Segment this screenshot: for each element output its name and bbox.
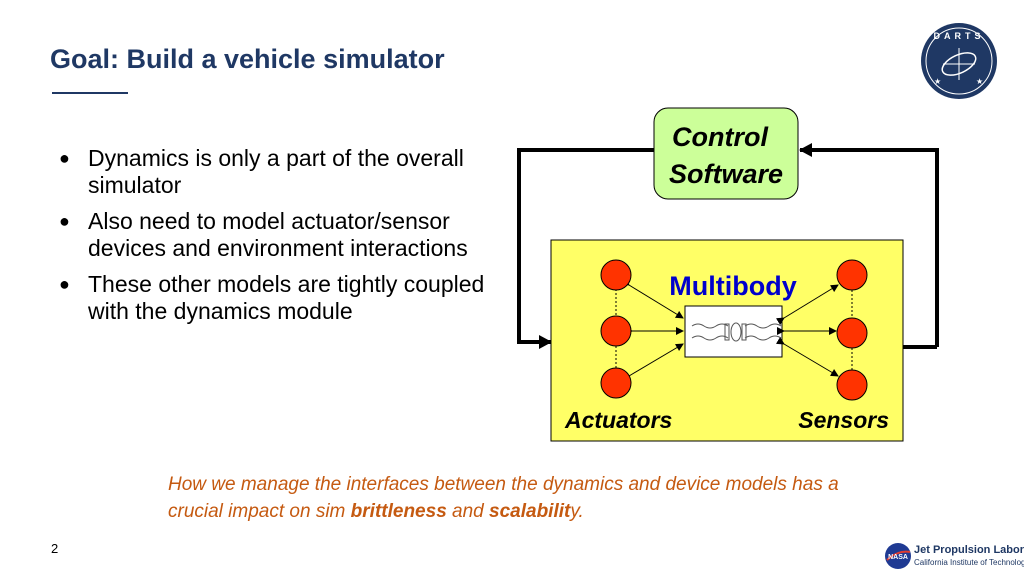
control-software-label-line1: Control (672, 122, 768, 152)
note-brittleness: brittleness (350, 501, 447, 522)
sensor-link-arrow (775, 284, 839, 326)
note-text-part1: How we manage the interfaces between the… (168, 474, 839, 522)
bullet-item: ● These other models are tightly coupled … (56, 271, 496, 325)
note-scalability: scalabilit (489, 501, 571, 522)
darts-logo: DARTS ★ ★ (921, 23, 997, 99)
title-underline (52, 92, 128, 94)
svg-text:★: ★ (934, 77, 941, 86)
actuator-node (600, 315, 632, 347)
multibody-graphic (691, 322, 782, 342)
darts-logo-letters: DARTS (934, 31, 985, 41)
sensor-node (836, 369, 868, 401)
jpl-name: Jet Propulsion Laboratory (914, 544, 1024, 556)
nasa-wordmark: NASA (888, 554, 908, 561)
bullet-text: Also need to model actuator/sensor devic… (88, 208, 468, 261)
bullet-item: ● Also need to model actuator/sensor devi… (56, 208, 496, 262)
actuator-node (600, 367, 632, 399)
dynamics-module-box (684, 305, 783, 358)
sensor-node (836, 259, 868, 291)
actuator-link-arrow (620, 277, 684, 319)
actuator-node (600, 259, 632, 291)
bullet-dot: ● (59, 211, 70, 231)
svg-text:★: ★ (976, 77, 983, 86)
actuator-link-arrow (620, 343, 684, 384)
interface-note: How we manage the interfaces between the… (168, 471, 868, 525)
bullet-list: ● Dynamics is only a part of the overall … (56, 145, 496, 334)
sensor-link-arrow (775, 336, 839, 377)
nasa-meatball-icon: NASA (885, 543, 911, 569)
note-text-part2: and (446, 501, 490, 522)
bullet-dot: ● (59, 148, 70, 168)
jpl-subtitle: California Institute of Technology (914, 558, 1024, 567)
note-text-part3: y. (570, 501, 584, 522)
control-software-box (653, 107, 799, 200)
bullet-text: Dynamics is only a part of the overall s… (88, 145, 464, 198)
actuators-label: Actuators (564, 407, 672, 433)
loop-arrow-to-control (799, 143, 939, 347)
sensor-node (836, 317, 868, 349)
control-software-label-line2: Software (669, 159, 783, 189)
loop-arrow-to-actuators (517, 148, 655, 349)
bullet-text: These other models are tightly coupled w… (88, 271, 485, 324)
bullet-item: ● Dynamics is only a part of the overall … (56, 145, 496, 199)
sensors-label: Sensors (798, 407, 889, 433)
slide-title: Goal: Build a vehicle simulator (50, 44, 445, 74)
multibody-label: Multibody (669, 271, 796, 301)
bullet-dot: ● (59, 274, 70, 294)
page-number: 2 (51, 541, 59, 556)
jpl-logo: NASA Jet Propulsion Laboratory Californi… (884, 540, 1024, 572)
